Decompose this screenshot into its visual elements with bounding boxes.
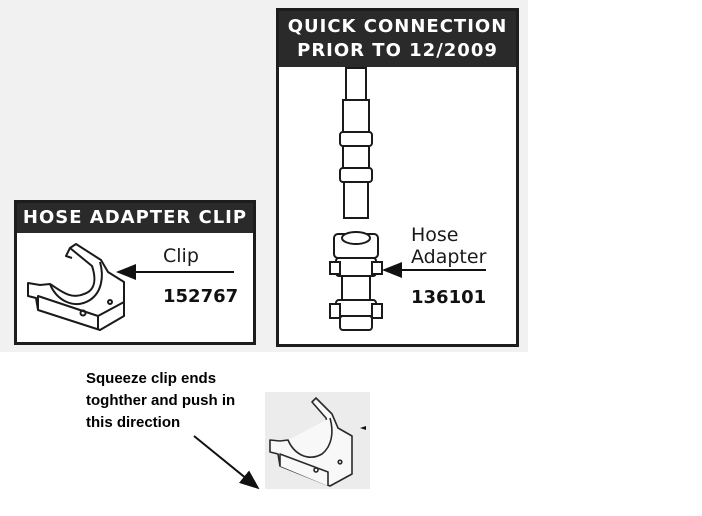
hose-adapter-label-line2: Adapter — [411, 246, 487, 268]
instruction-note: Squeeze clip ends toghther and push in t… — [86, 368, 266, 434]
clip-part-number: 152767 — [163, 286, 239, 307]
clip-panel-title: HOSE ADAPTER CLIP — [17, 203, 253, 233]
quick-connection-title-line2: PRIOR TO 12/2009 — [297, 40, 498, 61]
small-arrow-icon — [360, 426, 366, 430]
quick-connection-title: QUICK CONNECTION PRIOR TO 12/2009 — [279, 11, 516, 67]
clip-label: Clip — [163, 245, 199, 267]
quick-connection-title-line1: QUICK CONNECTION — [287, 16, 508, 37]
instruction-line1: Squeeze clip ends — [86, 370, 217, 387]
quick-connection-panel: QUICK CONNECTION PRIOR TO 12/2009 — [276, 8, 519, 347]
push-direction-arrow — [193, 435, 260, 490]
instruction-line2: toghther and push in — [86, 392, 236, 409]
instruction-line3: this direction — [86, 414, 181, 431]
hose-adapter-label-line1: Hose — [411, 224, 459, 246]
clip-photo — [269, 397, 353, 487]
clip-illustration — [27, 243, 125, 331]
hose-adapter-part-number: 136101 — [411, 287, 487, 308]
hose-adapter-illustration — [329, 67, 383, 331]
